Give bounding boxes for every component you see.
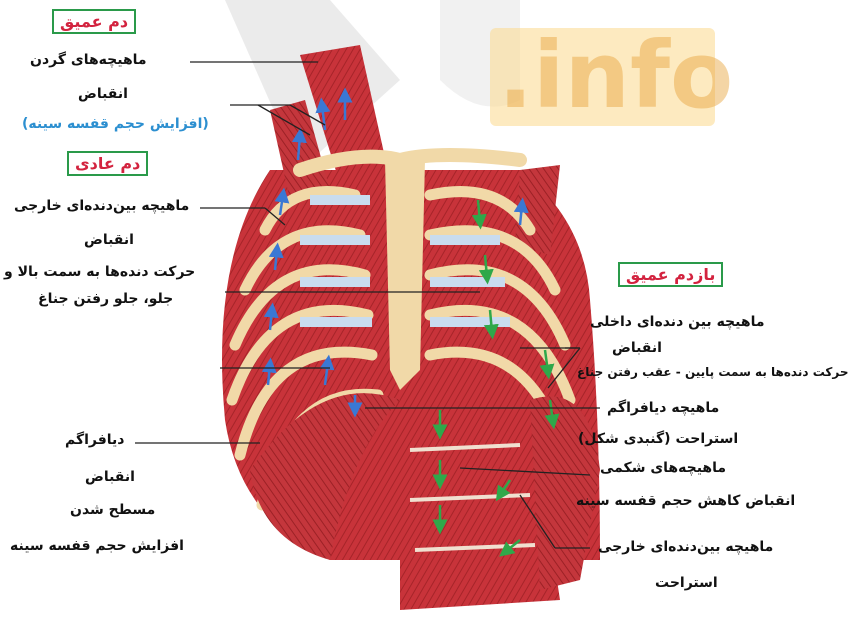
deep-exhale-title: بازدم عمیق xyxy=(618,262,723,287)
ribs-up-label: حرکت دنده‌ها به سمت بالا و xyxy=(4,264,195,280)
neck-muscles-label: ماهیچه‌های گردن xyxy=(30,52,147,68)
contraction-label-3: انقباض xyxy=(85,469,135,485)
contraction-label-1: انقباض xyxy=(78,86,128,102)
external-intercostal-label-2: ماهیچه بین‌دنده‌ای خارجی xyxy=(598,539,773,555)
relaxation-label: استراحت xyxy=(655,575,718,591)
external-intercostal-label: ماهیچه بین‌دنده‌ای خارجی xyxy=(14,198,189,214)
sternum-forward-label: جلو، جلو رفتن جناغ xyxy=(38,291,173,307)
deep-inhale-title: دم عمیق xyxy=(52,9,136,34)
contraction-decrease-label: انقباض کاهش حجم قفسه سینه xyxy=(576,493,795,509)
abdominal-muscles-label: ماهیچه‌های شکمی xyxy=(600,460,726,476)
diaphragm-muscle-label: ماهیچه دیافراگم xyxy=(607,400,719,416)
contraction-label-4: انقباض xyxy=(612,340,662,356)
diaphragm-label: دیافراگم xyxy=(65,432,125,448)
relaxation-dome-label: استراحت (گنبدی شکل) xyxy=(578,431,738,447)
chest-increase-label-1: (افزایش حجم قفسه سینه) xyxy=(22,116,209,132)
internal-intercostal-label: ماهیچه بین دنده‌ای داخلی xyxy=(590,314,765,330)
ribs-down-label: حرکت دنده‌ها به سمت پایین - عقب رفتن جنا… xyxy=(577,365,849,379)
chest-increase-label-2: افزایش حجم قفسه سینه xyxy=(10,538,184,554)
flattening-label: مسطح شدن xyxy=(70,502,155,518)
contraction-label-2: انقباض xyxy=(84,232,134,248)
normal-inhale-title: دم عادی xyxy=(67,151,148,176)
